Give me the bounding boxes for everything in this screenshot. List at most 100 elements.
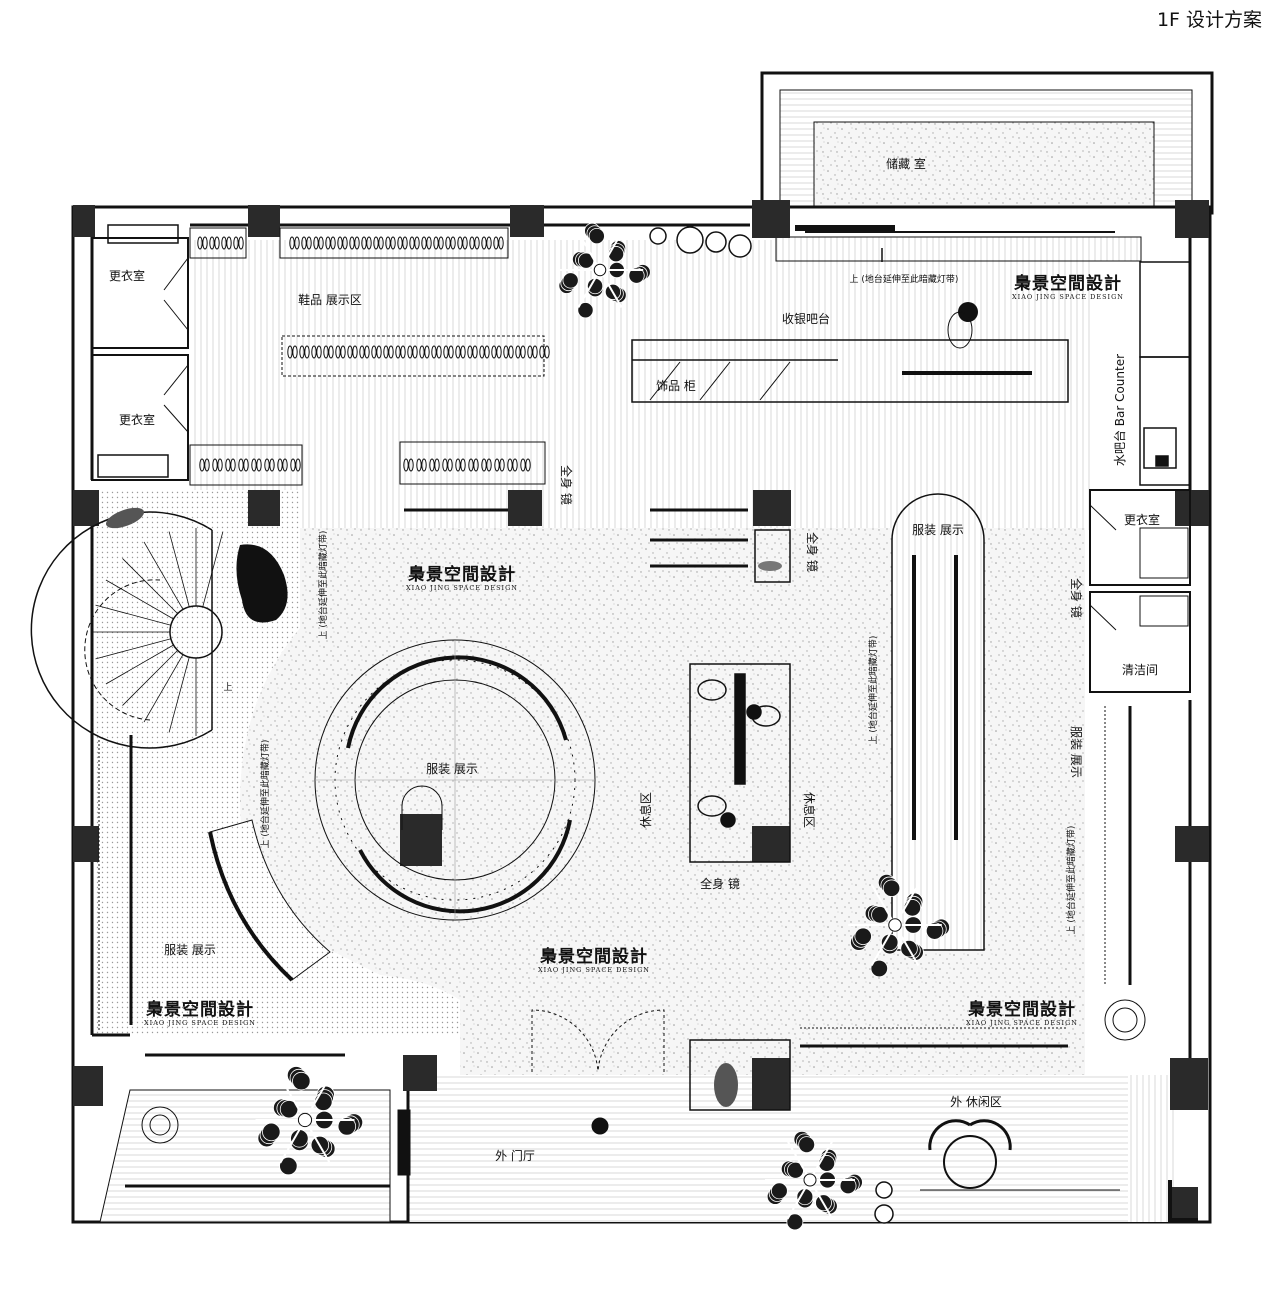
stair-up-label: 上 — [223, 682, 232, 693]
shoe-icon — [450, 236, 456, 250]
shoe-icon — [424, 345, 430, 359]
shoe-icon — [460, 345, 466, 359]
shoe-icon — [455, 458, 461, 472]
rest-area-2-label: 休息区 — [802, 792, 817, 828]
shoe-icon — [507, 458, 513, 472]
shoe-icon — [525, 458, 531, 472]
svg-text:梟景空間設計: 梟景空間設計 — [145, 999, 254, 1020]
svg-text:XIAO JING SPACE DESIGN: XIAO JING SPACE DESIGN — [538, 966, 650, 974]
shoe-icon — [508, 345, 514, 359]
shoe-icon — [527, 345, 533, 359]
shoe-icon — [371, 345, 377, 359]
brand-mark-1: 梟景空間設計 XIAO JING SPACE DESIGN — [1012, 273, 1123, 301]
svg-text:梟景空間設計: 梟景空間設計 — [967, 999, 1076, 1020]
shoe-icon — [479, 345, 485, 359]
cashier-bar-label: 收银吧台 — [782, 311, 830, 326]
shoe-icon — [467, 345, 473, 359]
shoe-icon — [337, 236, 343, 250]
shoe-icon — [496, 345, 502, 359]
shoe-icon — [481, 458, 487, 472]
svg-text:XIAO JING SPACE DESIGN: XIAO JING SPACE DESIGN — [966, 1019, 1078, 1027]
shoe-icon — [301, 236, 307, 250]
shoe-icon — [503, 345, 509, 359]
shoe-icon — [238, 458, 244, 472]
shoe-icon — [460, 458, 466, 472]
shoe-icon — [264, 458, 270, 472]
shoe-icon — [287, 345, 293, 359]
outer-lounge — [397, 999, 1198, 1222]
shoe-icon — [256, 458, 262, 472]
shoe-icon — [402, 236, 408, 250]
sculpture-rock — [236, 544, 288, 623]
bar-counter-label: 水吧台 Bar Counter — [1112, 354, 1127, 466]
fitting-mirror-4-label: 全身 镜 — [700, 876, 740, 891]
shoe-icon — [209, 236, 215, 250]
arched-display — [891, 493, 985, 951]
shoe-icon — [532, 345, 538, 359]
left-wall-racks — [98, 735, 133, 1030]
shoe-icon — [294, 236, 300, 250]
shoe-icon — [197, 236, 203, 250]
shoe-icon — [289, 236, 295, 250]
shoe-display-label: 鞋品 展示区 — [298, 292, 362, 307]
shoe-icon — [445, 236, 451, 250]
shoe-icon — [481, 236, 487, 250]
brand-mark-4: 梟景空間設計 XIAO JING SPACE DESIGN — [538, 946, 650, 974]
shoe-icon — [388, 345, 394, 359]
shoe-marks — [197, 236, 550, 472]
shoe-icon — [230, 458, 236, 472]
cashier-bar — [631, 248, 1069, 568]
shoe-icon — [366, 236, 372, 250]
shoe-icon — [385, 236, 391, 250]
shoe-icon — [397, 236, 403, 250]
shoe-icon — [212, 458, 218, 472]
shoe-icon — [277, 458, 283, 472]
shoe-icon — [342, 236, 348, 250]
fitting-mirror-3-label: 全身 镜 — [1069, 578, 1084, 618]
shoe-icon — [364, 345, 370, 359]
shoe-icon — [429, 458, 435, 472]
shoe-icon — [520, 458, 526, 472]
svg-text:XIAO JING SPACE DESIGN: XIAO JING SPACE DESIGN — [144, 1019, 256, 1027]
shoe-icon — [512, 458, 518, 472]
storage-label: 储藏 室 — [886, 156, 926, 171]
shoe-icon — [251, 458, 257, 472]
stool-icon — [106, 507, 144, 529]
shoe-icon — [400, 345, 406, 359]
tree-icon — [255, 1066, 364, 1176]
shoe-icon — [407, 345, 413, 359]
shoe-icon — [414, 236, 420, 250]
person-figure-bar — [947, 302, 978, 349]
shoe-icon — [199, 458, 205, 472]
shoe-icon — [419, 345, 425, 359]
shoe-icon — [484, 345, 490, 359]
shoe-icon — [290, 458, 296, 472]
svg-text:梟景空間設計: 梟景空間設計 — [407, 564, 516, 585]
clothing-left-label: 服装 展示 — [164, 943, 216, 957]
shoe-icon — [395, 345, 401, 359]
shoe-icon — [448, 345, 454, 359]
shoe-icon — [269, 458, 275, 472]
shoe-icon — [323, 345, 329, 359]
rest-area — [689, 529, 791, 863]
shoe-icon — [436, 345, 442, 359]
shoe-icon — [499, 458, 505, 472]
storage-room: 储藏 室 — [760, 71, 1214, 215]
shoe-icon — [221, 236, 227, 250]
shoe-icon — [421, 236, 427, 250]
shoe-icon — [282, 458, 288, 472]
fitting-mirror-1-label: 全身 镜 — [559, 465, 574, 505]
changing-room-2-label: 更衣室 — [119, 412, 155, 427]
shoe-icon — [335, 345, 341, 359]
shoe-icon — [539, 345, 545, 359]
outer-hall-label: 外 门厅 — [495, 1148, 535, 1163]
shoe-icon — [349, 236, 355, 250]
shoe-icon — [390, 236, 396, 250]
shoe-icon — [486, 236, 492, 250]
shoe-icon — [378, 236, 384, 250]
shoe-icon — [438, 236, 444, 250]
stage-note-left-lower: 上 (地台延伸至此暗藏灯带) — [259, 740, 271, 849]
shoe-icon — [455, 345, 461, 359]
changing-rooms-left — [91, 224, 189, 481]
stage-note-right: 上 (地台延伸至此暗藏灯带) — [1065, 826, 1077, 935]
